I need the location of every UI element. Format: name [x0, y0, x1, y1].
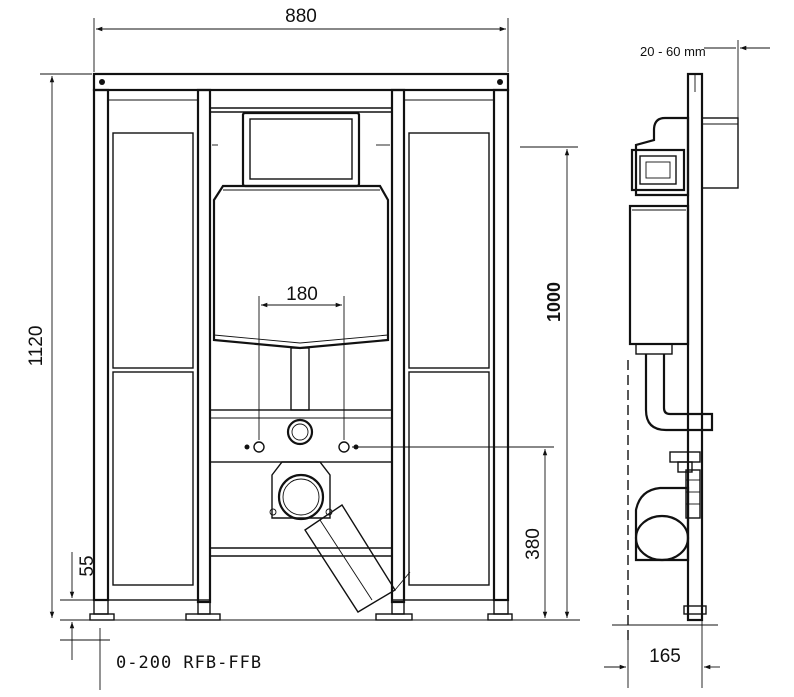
top-rail — [92, 72, 510, 92]
side-drain-outlet — [634, 514, 690, 562]
drain-pipe — [304, 504, 396, 613]
height-1000-label: 1000 — [544, 282, 564, 322]
side-connector — [669, 451, 701, 463]
left-inner-post — [196, 88, 212, 604]
cistern — [212, 184, 390, 350]
feet — [89, 599, 513, 621]
outlet-height-label: 380 — [523, 528, 544, 560]
floor-adjust-label: 0-200 RFB-FFB — [116, 653, 262, 673]
right-side-panel — [403, 89, 495, 601]
right-inner-post — [390, 88, 406, 604]
side-drain-collar — [685, 469, 701, 519]
depth-label: 165 — [649, 646, 681, 667]
bolt-left — [253, 441, 265, 453]
side-cistern-head — [634, 116, 690, 197]
height-label: 1120 — [26, 326, 47, 367]
side-drain-body — [634, 486, 690, 562]
dimension-outlet: 380 — [352, 446, 554, 618]
dimension-wall-gap: 20 - 60 mm — [640, 40, 770, 185]
side-cistern — [628, 204, 690, 346]
left-side-panel — [107, 89, 199, 601]
wall-gap-label: 20 - 60 mm — [640, 44, 706, 59]
water-inlet — [286, 418, 314, 446]
drain-bracket — [271, 461, 331, 519]
dimension-width: 880 — [93, 6, 509, 72]
right-outer-post — [492, 88, 510, 602]
left-outer-post — [92, 88, 110, 602]
side-valve — [630, 148, 686, 192]
drain-outlet — [277, 473, 325, 521]
side-flush-pipe — [644, 354, 714, 432]
mounting-hole-left — [99, 79, 105, 85]
mounting-hole-right — [497, 79, 503, 85]
dimension-1000: 1000 — [520, 146, 578, 618]
bolt-right — [338, 441, 350, 453]
dimension-height: 1120 — [26, 73, 92, 618]
bolt-spacing-label: 180 — [286, 284, 318, 305]
dimension-depth: 165 — [604, 620, 720, 688]
flush-plate-opening — [249, 118, 353, 180]
dimension-foot: 55 — [69, 552, 98, 660]
dimension-bolt-spacing: 180 — [258, 284, 345, 440]
side-view — [612, 72, 739, 640]
side-plate-block — [701, 117, 739, 189]
side-frame-post — [686, 72, 704, 622]
dimension-floor-adjust: 0-200 RFB-FFB — [99, 628, 262, 690]
front-view — [60, 72, 580, 641]
flush-pipe — [290, 347, 310, 411]
width-label: 880 — [285, 6, 317, 27]
foot-height-label: 55 — [77, 555, 98, 576]
flush-plate-frame — [241, 111, 361, 188]
